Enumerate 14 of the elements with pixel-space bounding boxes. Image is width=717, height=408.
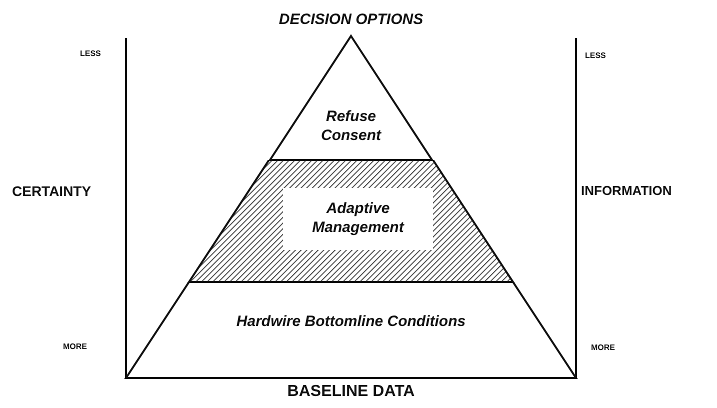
section-label: Hardwire Bottomline Conditions xyxy=(235,312,467,332)
scale-label: LESS xyxy=(585,51,606,60)
section-label: Refuse Consent xyxy=(320,107,382,146)
axis-title: DECISION OPTIONS xyxy=(278,11,424,28)
axis-title: CERTAINTY xyxy=(12,183,92,199)
pyramid-top-section xyxy=(268,34,434,161)
section-label: Adaptive Management xyxy=(283,188,433,250)
scale-label: MORE xyxy=(63,342,87,351)
scale-label: MORE xyxy=(591,343,615,352)
pyramid-base-section xyxy=(124,282,578,380)
hatched-middle-band xyxy=(187,160,515,283)
axis-title: INFORMATION xyxy=(581,183,672,198)
scale-label: LESS xyxy=(80,49,101,58)
axis-title: BASELINE DATA xyxy=(287,383,415,401)
